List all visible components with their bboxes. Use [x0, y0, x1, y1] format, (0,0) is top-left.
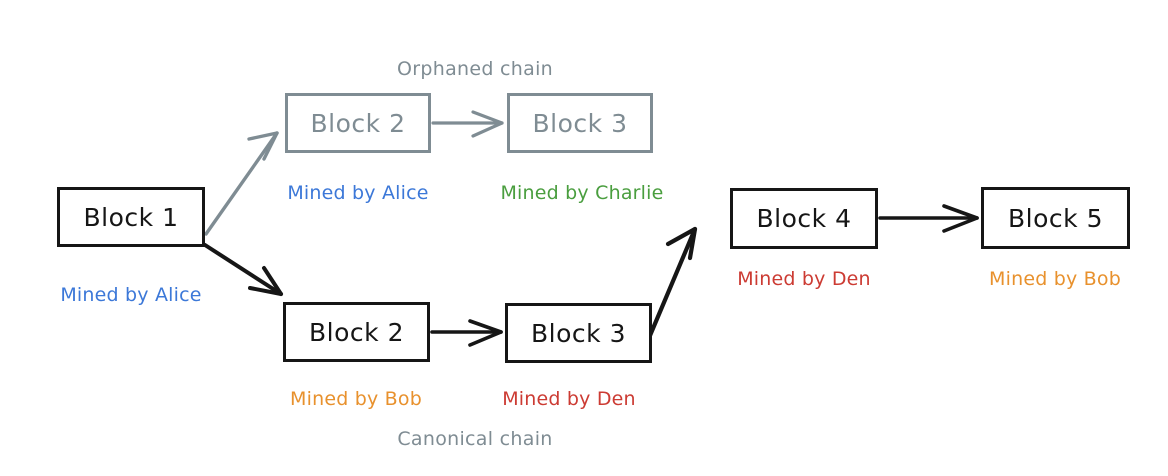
block-node-canonical-block-5[interactable]: Block 5	[981, 187, 1130, 249]
miner-label-canonical-block-3: Mined by Den	[502, 388, 636, 410]
edge-orphan-block2-to-orphan-block3	[431, 110, 504, 138]
block-label: Block 3	[532, 108, 628, 138]
orphaned-chain-title: Orphaned chain	[397, 58, 553, 80]
block-node-block-1[interactable]: Block 1	[57, 187, 205, 247]
miner-label-canonical-block-2: Mined by Bob	[290, 388, 422, 410]
edge-canonical-block3-to-block4	[643, 226, 698, 348]
block-label: Block 2	[310, 108, 406, 138]
edge-canonical-block4-to-block5	[878, 204, 979, 233]
block-node-orphan-block-3[interactable]: Block 3	[507, 93, 653, 153]
block-label: Block 3	[531, 318, 626, 348]
canonical-chain-title: Canonical chain	[397, 428, 553, 450]
edge-canonical-block2-to-block3	[430, 319, 503, 347]
block-label: Block 2	[309, 317, 404, 347]
miner-label-block-1: Mined by Alice	[60, 284, 202, 306]
block-label: Block 4	[756, 204, 852, 233]
block-label: Block 5	[1008, 203, 1103, 233]
block-node-canonical-block-2[interactable]: Block 2	[283, 302, 430, 362]
miner-label-canonical-block-4: Mined by Den	[737, 268, 871, 290]
miner-label-orphan-block-2: Mined by Alice	[287, 182, 429, 204]
block-node-orphan-block-2[interactable]: Block 2	[285, 93, 431, 153]
block-label: Block 1	[83, 202, 179, 232]
miner-label-orphan-block-3: Mined by Charlie	[500, 182, 664, 204]
block-node-canonical-block-3[interactable]: Block 3	[505, 303, 652, 363]
miner-label-canonical-block-5: Mined by Bob	[989, 268, 1121, 290]
block-node-canonical-block-4[interactable]: Block 4	[730, 188, 878, 249]
